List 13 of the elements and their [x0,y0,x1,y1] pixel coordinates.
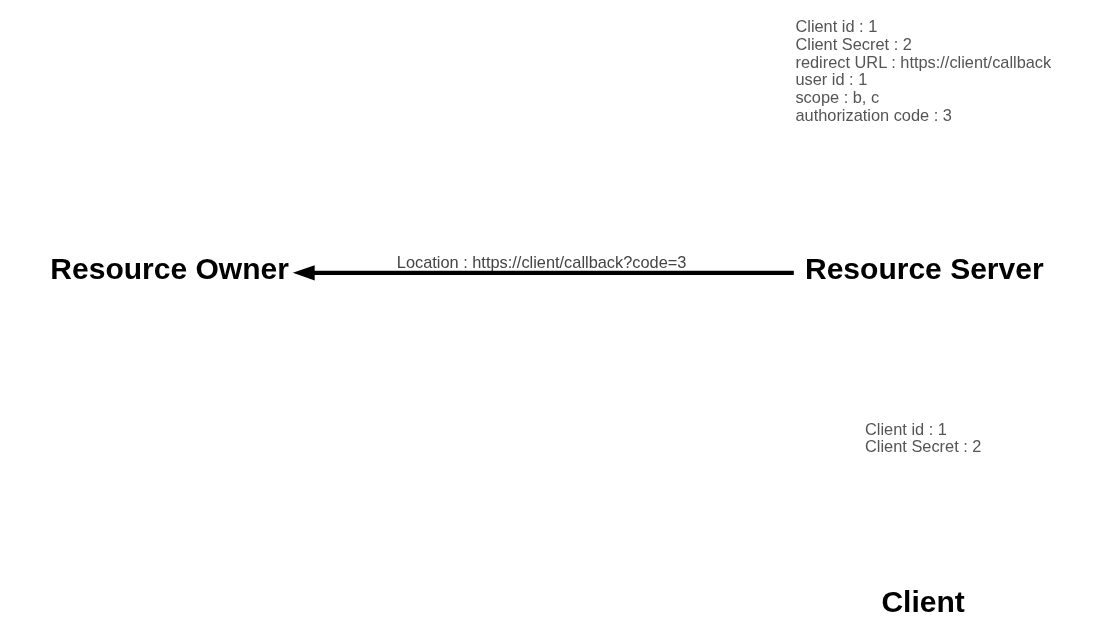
node-label: Client id : 1 [865,419,947,438]
node-label: redirect URL : https://client/callback [795,52,1052,71]
node-text: Resource Server [805,252,1044,286]
node-label: authorization code : 3 [795,105,952,124]
node-label: Client id : 1 [795,17,878,36]
node-label: Client Secret : 2 [795,34,912,53]
node-text: Client [881,585,965,619]
node-label: scope : b, c [795,88,880,107]
node-label: Client Secret : 2 [865,437,982,456]
arrow [292,265,794,281]
edge-label: Location : https://client/callback?code=3 [396,253,687,272]
node-label: user id : 1 [795,70,868,89]
node-text: Resource Owner [50,252,289,286]
